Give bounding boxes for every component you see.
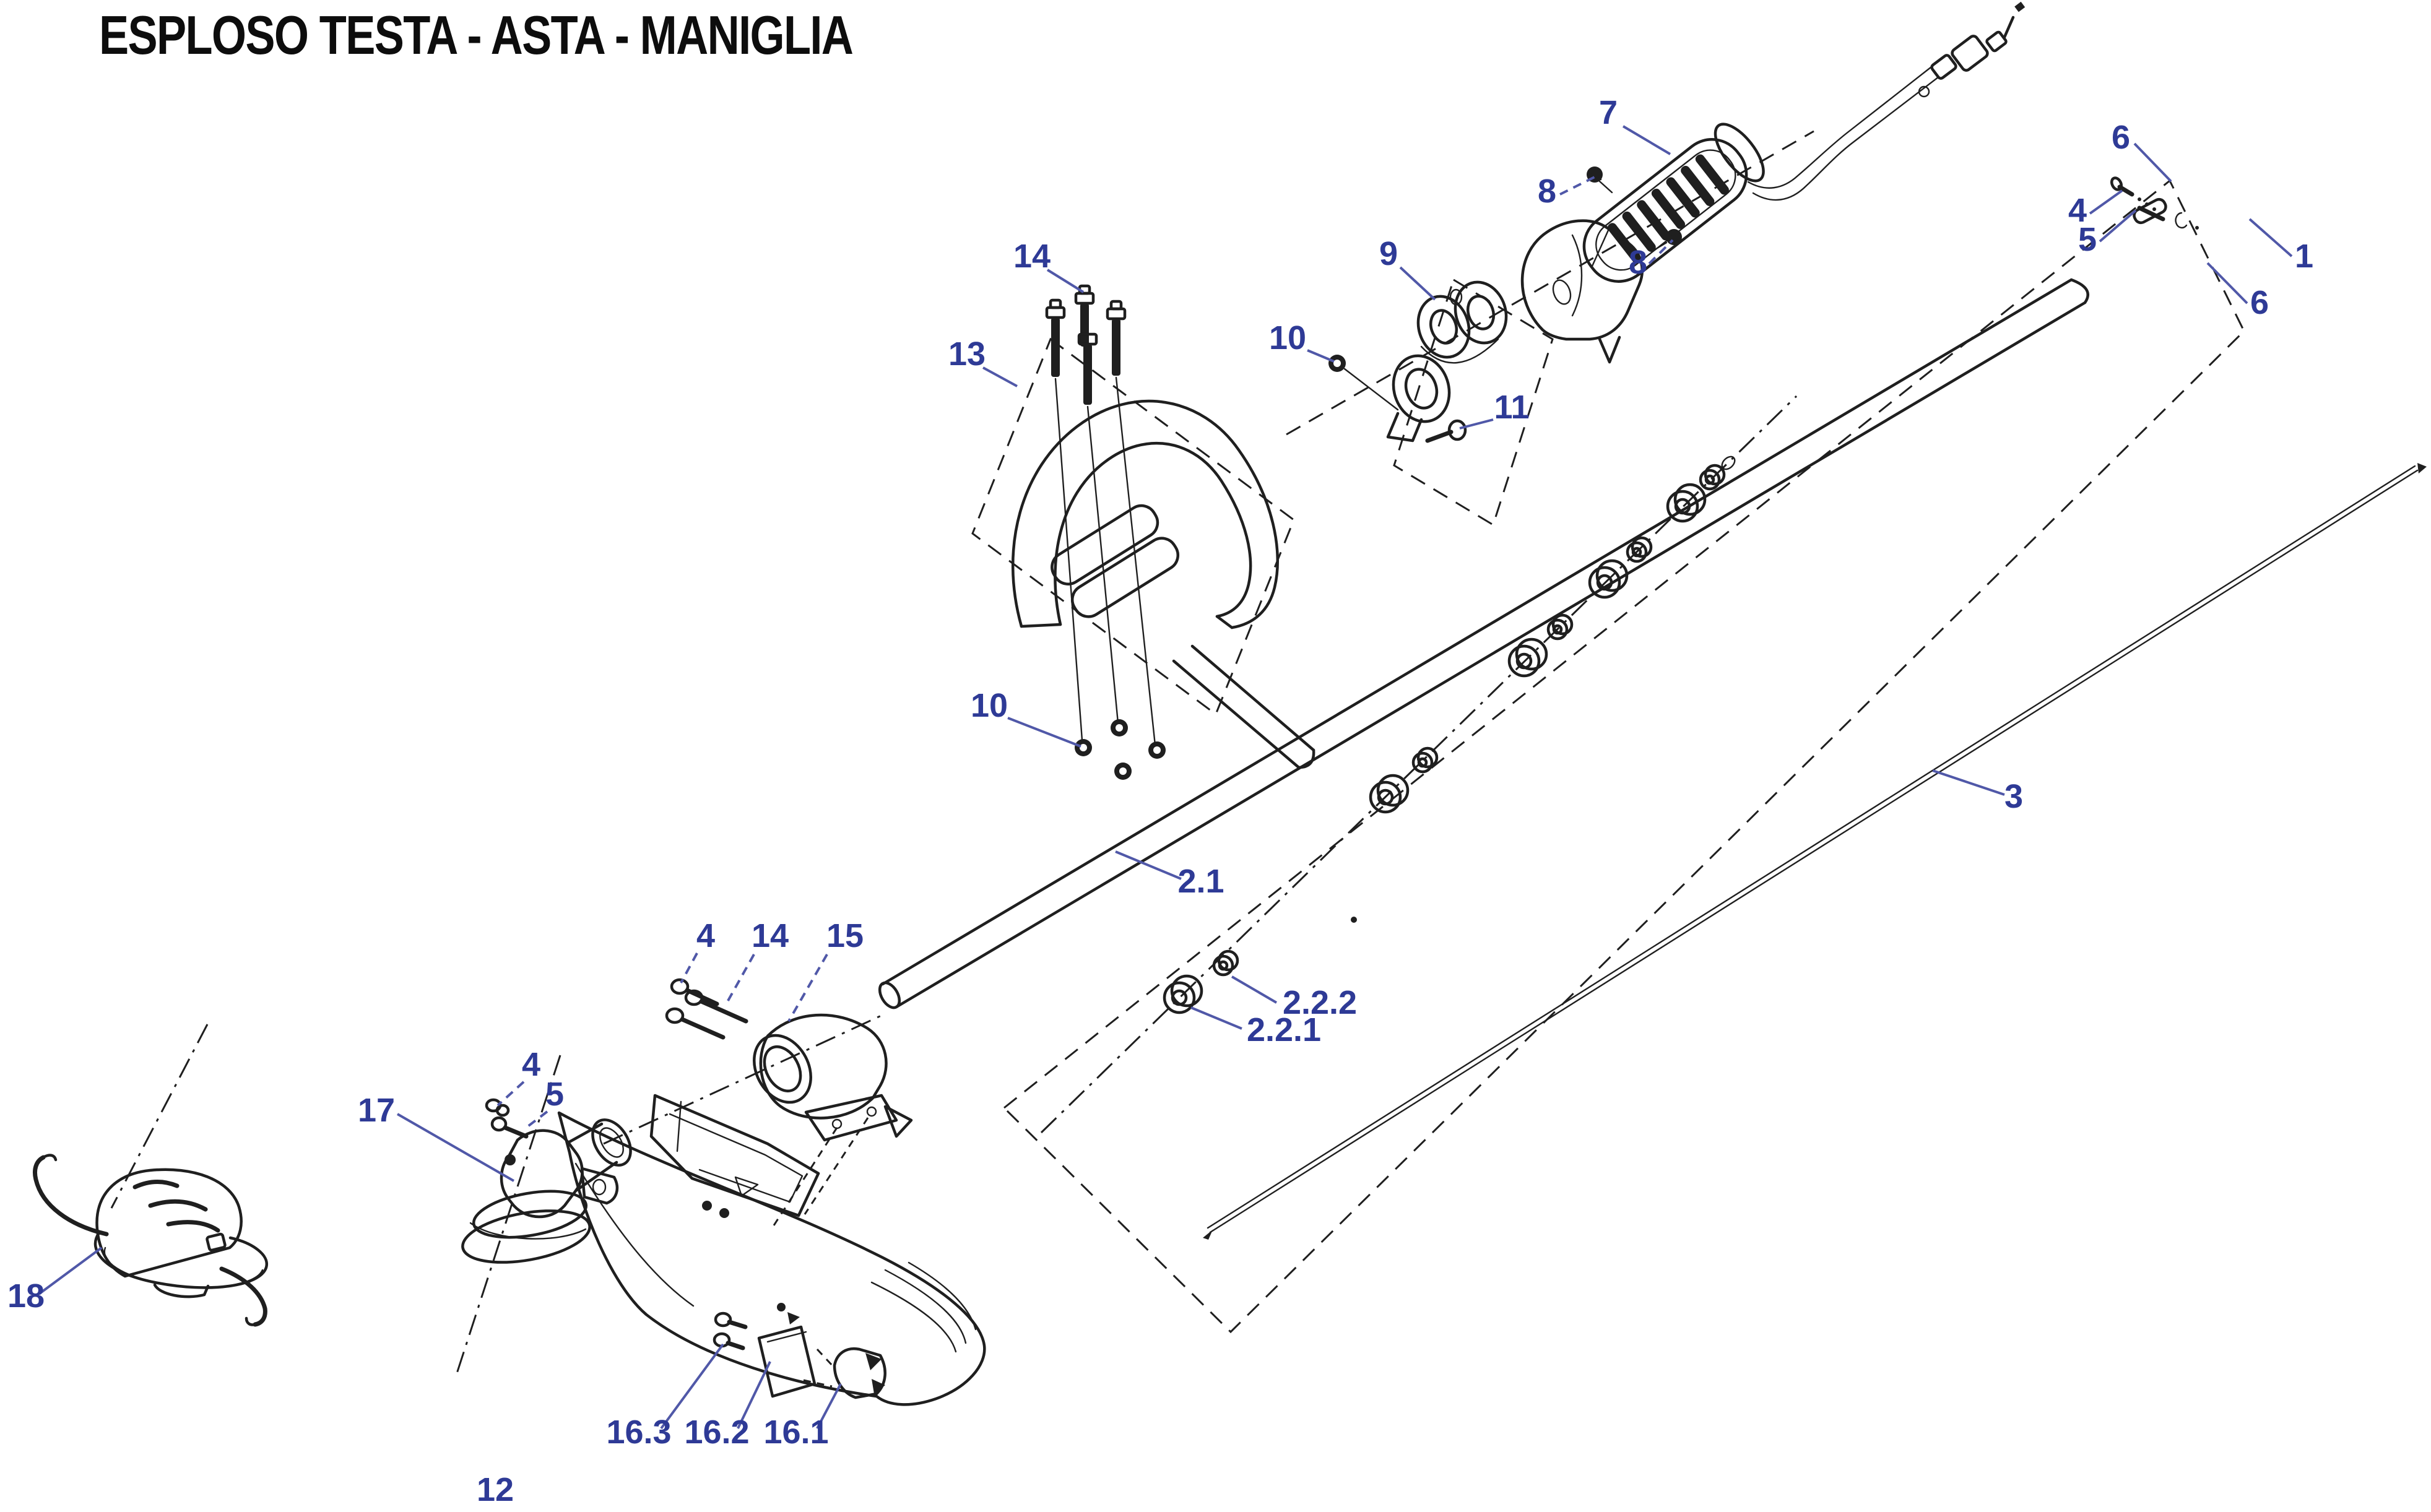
loop-handle-drawing [1011,399,1315,769]
leader-line-8-top [1559,176,1595,196]
leader-line-7 [1622,125,1671,155]
leader-line-14-mid [724,954,755,1006]
leader-line-5-top [2099,209,2137,243]
part-label-14-top: 14 [1013,238,1051,275]
trimmer-head-drawing [33,1154,269,1327]
shaft-end-pins-drawing [2110,176,2199,230]
leader-line-4-head [496,1081,525,1107]
part-label-2.2.2: 2.2.2 [1283,984,1357,1021]
leader-line-16.3 [660,1343,724,1430]
leader-line-9 [1399,266,1436,301]
part-label-16.2: 16.2 [684,1414,749,1451]
part-label-10-left: 10 [1269,319,1306,356]
part-label-4-top: 4 [2068,192,2087,229]
part-label-4-head: 4 [522,1046,540,1083]
handle-clamp-drawing [1328,280,1508,443]
part-label-5-top: 5 [2078,221,2097,258]
leader-line-8-bottom [1648,239,1674,265]
leader-line-6-right [2206,262,2248,305]
part-label-8-bottom: 8 [1629,244,1647,281]
part-label-12: 12 [477,1471,514,1508]
part-label-9: 9 [1379,235,1398,272]
leader-line-5-head [525,1110,548,1129]
part-label-11: 11 [1494,389,1529,426]
tube-coupler-drawing [665,978,913,1142]
diagram-title: ESPLOSO TESTA - ASTA - MANIGLIA [99,4,854,66]
leader-line-10-bottom [1007,717,1081,748]
part-label-10-bottom: 10 [971,687,1008,724]
shaft-bushings-drawing [1163,456,1736,1014]
part-label-17: 17 [358,1092,395,1129]
leader-line-15 [787,954,828,1022]
part-label-7: 7 [1599,94,1618,131]
leader-line-1 [2248,218,2293,257]
leader-line-2.2.2 [1231,975,1278,1004]
part-label-16.3: 16.3 [606,1414,671,1451]
leader-line-3 [1932,769,2005,796]
leader-line-4-top [2089,189,2123,215]
part-label-2.1: 2.1 [1177,863,1224,900]
leader-line-10-left [1307,349,1335,363]
part-label-6-top: 6 [2112,119,2130,156]
part-label-4-mid: 4 [696,917,715,954]
leader-line-2.1 [1115,850,1182,880]
leader-line-16.2 [737,1361,771,1429]
leader-line-16.1 [816,1383,842,1429]
leader-line-4-mid [680,953,698,983]
drive-rod-drawing [1203,463,2427,1240]
leader-line-11 [1459,418,1494,430]
leader-line-18 [38,1246,103,1295]
leader-line-6-top [2133,142,2172,183]
leader-line-17 [397,1113,514,1182]
construction-lines [110,130,2245,1388]
debris-guard-drawing [557,1094,986,1406]
throttle-handle-drawing [1520,123,1765,364]
part-label-8-top: 8 [1538,173,1556,210]
part-label-13: 13 [948,335,986,373]
leader-line-2.2.1 [1190,1006,1242,1030]
part-label-16.1: 16.1 [763,1414,828,1451]
part-label-15: 15 [826,917,864,954]
gear-head-drawing [461,1098,632,1264]
part-label-14-mid: 14 [752,917,789,954]
part-label-2.2.1: 2.2.1 [1247,1011,1321,1048]
part-label-6-right: 6 [2250,284,2269,321]
shaft-tube-drawing [878,278,2089,1009]
loop-handle-nuts-drawing [1075,719,1166,780]
line-cutter-drawing [713,1303,886,1399]
leader-line-13 [982,366,1018,387]
loop-handle-bolts-drawing [1045,284,1156,746]
throttle-cable-drawing [1747,1,2026,201]
part-label-18: 18 [7,1277,45,1315]
leader-line-14-top [1046,269,1085,293]
part-label-3: 3 [2004,778,2023,815]
part-label-5-head: 5 [545,1076,564,1113]
part-label-1: 1 [2295,238,2313,275]
